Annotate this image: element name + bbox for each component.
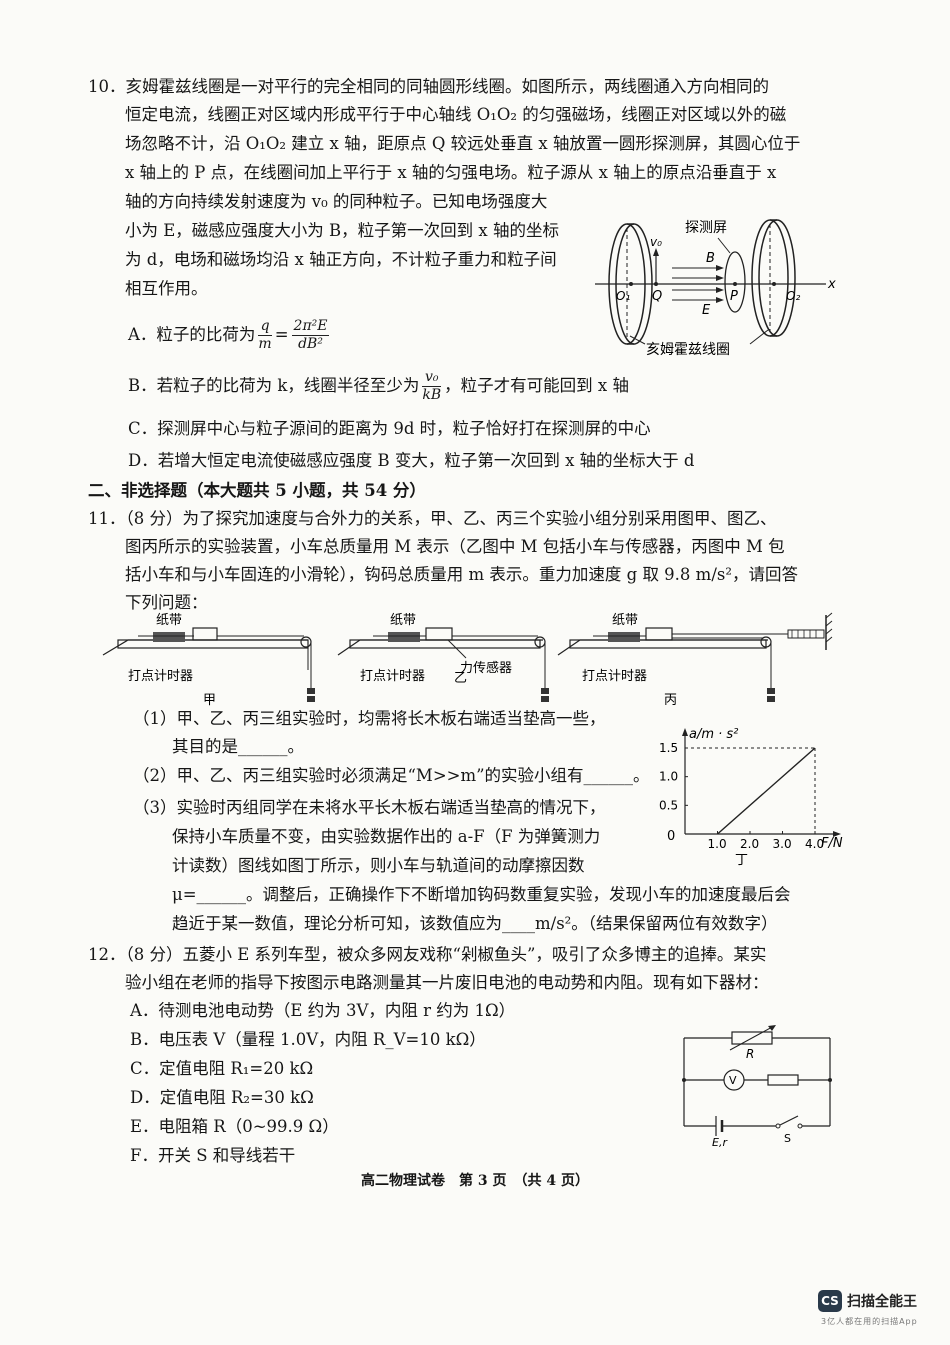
- q11-sub2: （2）甲、乙、丙三组实验时必须满足“M>>m”的实验小组有______。: [133, 766, 650, 785]
- page-footer: 高二物理试卷 第 3 页 （共 4 页）: [361, 1173, 589, 1189]
- yi-timer-label: 打点计时器: [360, 669, 425, 684]
- apparatus-jia: 纸带 打点计时器 甲: [102, 613, 315, 708]
- chart-y-tick-label: 1.0: [659, 770, 678, 784]
- chart-origin-label: 0: [667, 829, 675, 844]
- q11-sub3-c: 计读数）图线如图丁所示，则小车与轨道间的动摩擦因数: [172, 856, 585, 875]
- fig-label-p: P: [730, 289, 738, 304]
- chart-x-tick-label: 4.0: [805, 837, 824, 851]
- q11-line-4: 下列问题：: [125, 593, 208, 612]
- camscanner-name: 扫描全能王: [847, 1294, 917, 1310]
- q10-option-d: D．若增大恒定电流使磁感应强度 B 变大，粒子第一次回到 x 轴的坐标大于 d: [128, 451, 695, 470]
- bing-tape-label: 纸带: [612, 613, 638, 628]
- fig-label-e: E: [702, 303, 711, 318]
- camscanner-tagline: 3亿人都在用的扫描App: [821, 1317, 918, 1326]
- q11-sub3-d: μ=______。调整后，正确操作下不断增加钩码数重复实验，发现小车的加速度最后…: [172, 885, 791, 904]
- chart-caption: 丁: [735, 853, 748, 868]
- bing-timer-label: 打点计时器: [582, 669, 647, 684]
- q10-line-5: 轴的方向持续发射速度为 v₀ 的同种粒子。已知电场强度大: [125, 192, 548, 211]
- apparatus-figures: 纸带 打点计时器 甲 纸带 打点计时器 力传感器 乙: [102, 612, 833, 708]
- yi-sensor-label: 力传感器: [460, 660, 512, 676]
- chart-y-axis-arrow: [682, 728, 688, 736]
- bing-caption: 丙: [664, 693, 677, 708]
- helmholtz-coil-figure: 探测屏 v₀ B E O₁ Q P O₂ x 亥姆霍兹线圈: [595, 219, 836, 358]
- q11-sub3-e: 趋近于某一数值，理论分析可知，该数值应为____m/s²。（结果保留两位有效数字…: [172, 914, 778, 933]
- q12-item-e: E．电阻箱 R（0~99.9 Ω）: [130, 1117, 339, 1136]
- q12-item-b: B．电压表 V（量程 1.0V，内阻 R_V=10 kΩ）: [130, 1030, 486, 1049]
- fig-label-screen: 探测屏: [685, 220, 727, 236]
- chart-x-axis-arrow: [833, 831, 841, 837]
- chart-x-tick-label: 2.0: [740, 837, 759, 851]
- q11-sub1-a: （1）甲、乙、丙三组实验时，均需将长木板右端适当垫高一些，: [133, 709, 606, 728]
- yi-caption: 乙: [454, 671, 467, 686]
- q12-item-f: F．开关 S 和导线若干: [130, 1146, 296, 1165]
- q12-item-c: C．定值电阻 R₁=20 kΩ: [130, 1059, 314, 1078]
- q11-line-1: 11．（8 分）为了探究加速度与合外力的关系，甲、乙、丙三个实验小组分别采用图甲…: [88, 509, 777, 528]
- chart-y-tick-label: 1.5: [659, 741, 678, 755]
- circuit-diagram: R V E,r S: [682, 1025, 832, 1149]
- q12-line-1: 12．（8 分）五菱小 E 系列车型，被众多网友戏称“剁椒鱼头”，吸引了众多博主…: [88, 945, 767, 964]
- jia-tape-label: 纸带: [156, 613, 182, 628]
- chart-data-line: [717, 747, 816, 835]
- fig-label-q: Q: [652, 289, 662, 304]
- q10-option-c: C．探测屏中心与粒子源间的距离为 9d 时，粒子恰好打在探测屏的中心: [128, 419, 651, 438]
- q11-line-2: 图丙所示的实验装置，小车总质量用 M 表示（乙图中 M 包括小车与传感器，丙图中…: [125, 537, 785, 556]
- chart-y-label: a/m · s²: [689, 727, 738, 742]
- jia-timer-label: 打点计时器: [128, 669, 193, 684]
- q10-line-1: 10．亥姆霍兹线圈是一对平行的完全相同的同轴圆形线圈。如图所示，两线圈通入方向相…: [88, 77, 769, 96]
- chart-x-tick-label: 3.0: [773, 837, 792, 851]
- q11-line-3: 括小车和与小车固连的小滑轮），钩码总质量用 m 表示。重力加速度 g 取 9.8…: [125, 565, 798, 584]
- apparatus-yi: 纸带 打点计时器 力传感器 乙: [337, 613, 549, 702]
- fig-caption: 亥姆霍兹线圈: [646, 342, 730, 358]
- q12-item-d: D．定值电阻 R₂=30 kΩ: [130, 1088, 314, 1107]
- a-f-chart: 1.0 2.0 3.0 4.0 0.5 1.0 1.5 a/m · s² F/N 0 丁: [659, 727, 843, 868]
- q12-item-a: A．待测电池电动势（E 约为 3V，内阻 r 约为 1Ω）: [130, 1001, 516, 1020]
- circuit-label-er: E,r: [712, 1136, 728, 1149]
- q10-line-3: 场忽略不计，沿 O₁O₂ 建立 x 轴，距原点 Q 较远处垂直 x 轴放置一圆形…: [125, 134, 801, 153]
- camscanner-logo-icon: CS: [818, 1290, 842, 1312]
- circuit-label-s: S: [784, 1132, 791, 1145]
- circuit-label-r: R: [746, 1047, 754, 1061]
- chart-x-label: F/N: [821, 836, 843, 851]
- fig-label-o1: O₁: [616, 289, 630, 303]
- apparatus-bing: 纸带 打点计时器 丙: [557, 612, 833, 708]
- q10-line-7: 为 d，电场和磁场均沿 x 轴正方向，不计粒子重力和粒子间: [125, 250, 557, 269]
- yi-tape-label: 纸带: [390, 613, 416, 628]
- jia-caption: 甲: [203, 693, 216, 708]
- q10-line-6: 小为 E，磁感应强度大小为 B，粒子第一次回到 x 轴的坐标: [125, 221, 559, 240]
- q10-line-2: 恒定电流，线圈正对区域内形成平行于中心轴线 O₁O₂ 的匀强磁场，线圈正对区域以…: [125, 105, 787, 124]
- q11-sub1-b: 其目的是______。: [172, 737, 304, 756]
- fig-label-b: B: [706, 251, 715, 266]
- fig-label-o2: O₂: [786, 289, 800, 303]
- section-2-heading: 二、非选择题（本大题共 5 小题，共 54 分）: [88, 481, 426, 500]
- q10-line-4: x 轴上的 P 点，在线圈间加上平行于 x 轴的匀强电场。粒子源从 x 轴上的原…: [125, 163, 777, 182]
- q11-sub3-b: 保持小车质量不变，由实验数据作出的 a-F（F 为弹簧测力: [172, 827, 601, 846]
- q12-line-2: 验小组在老师的指导下按图示电路测量其一片废旧电池的电动势和内阻。现有如下器材：: [125, 973, 769, 992]
- chart-y-tick-label: 0.5: [659, 798, 678, 812]
- circuit-label-v: V: [729, 1074, 737, 1087]
- chart-x-tick-label: 1.0: [708, 837, 727, 851]
- q11-sub3-a: （3）实验时丙组同学在未将水平长木板右端适当垫高的情况下，: [133, 798, 606, 817]
- q10-line-8: 相互作用。: [125, 279, 208, 298]
- fig-label-v0: v₀: [650, 235, 662, 249]
- fig-label-x: x: [827, 277, 836, 292]
